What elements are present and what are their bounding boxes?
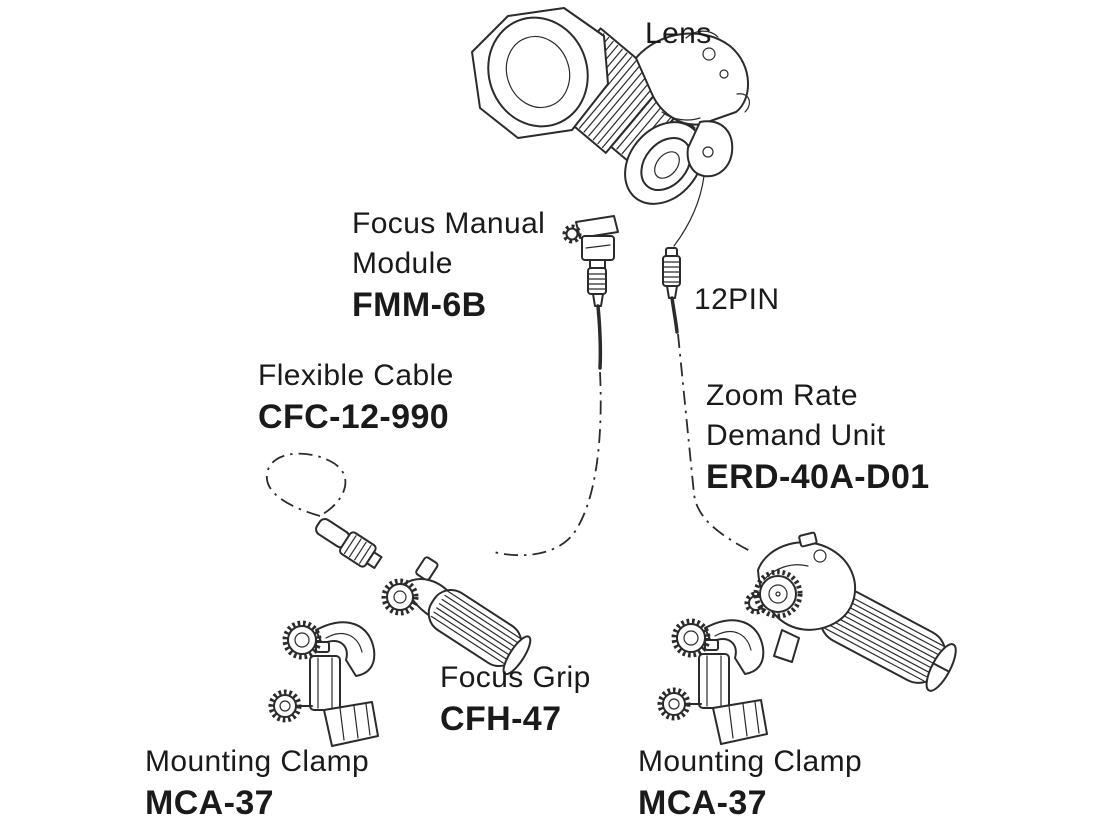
flexible-cable-connector-illustration <box>315 518 383 570</box>
mounting-clamp-left-illustration <box>271 622 378 746</box>
flexible-cable-label: Flexible Cable CFC-12-990 <box>258 356 454 438</box>
mounting-clamp-right-name: Mounting Clamp <box>638 745 863 778</box>
zoom-rate-demand-unit-name-line1: Zoom Rate <box>706 379 858 412</box>
cable-route-lines <box>266 333 751 557</box>
focus-manual-module-name-line1: Focus Manual <box>352 207 546 240</box>
mounting-clamp-right-illustration <box>660 620 767 744</box>
mounting-clamp-right-label: Mounting Clamp MCA-37 <box>638 742 862 824</box>
focus-manual-module-model: FMM-6B <box>352 286 487 324</box>
focus-manual-module-name-line2: Module <box>352 247 453 280</box>
mounting-clamp-left-model: MCA-37 <box>145 784 274 822</box>
twelve-pin-label: 12PIN <box>694 283 780 316</box>
mounting-clamp-left-label: Mounting Clamp MCA-37 <box>145 742 369 824</box>
zoom-rate-demand-unit-label: Zoom Rate Demand Unit ERD-40A-D01 <box>706 376 930 498</box>
flexible-cable-model: CFC-12-990 <box>258 398 450 436</box>
mounting-clamp-right-model: MCA-37 <box>638 784 767 822</box>
focus-grip-illustration <box>381 556 532 676</box>
mounting-clamp-left-name: Mounting Clamp <box>145 745 370 778</box>
twelve-pin-connector-illustration <box>662 247 681 334</box>
zoom-rate-demand-unit-name-line2: Demand Unit <box>706 419 886 452</box>
focus-manual-module-illustration <box>562 215 619 370</box>
lens-illustration <box>471 7 751 247</box>
focus-manual-module-label: Focus Manual Module FMM-6B <box>352 204 545 326</box>
zoom-rate-demand-unit-model: ERD-40A-D01 <box>706 458 930 496</box>
focus-grip-label: Focus Grip CFH-47 <box>440 658 591 740</box>
focus-grip-name: Focus Grip <box>440 661 591 694</box>
zoom-rate-demand-unit-illustration <box>744 531 957 692</box>
lens-label: Lens <box>645 17 712 50</box>
focus-grip-model: CFH-47 <box>440 700 562 738</box>
flexible-cable-name: Flexible Cable <box>258 359 454 392</box>
